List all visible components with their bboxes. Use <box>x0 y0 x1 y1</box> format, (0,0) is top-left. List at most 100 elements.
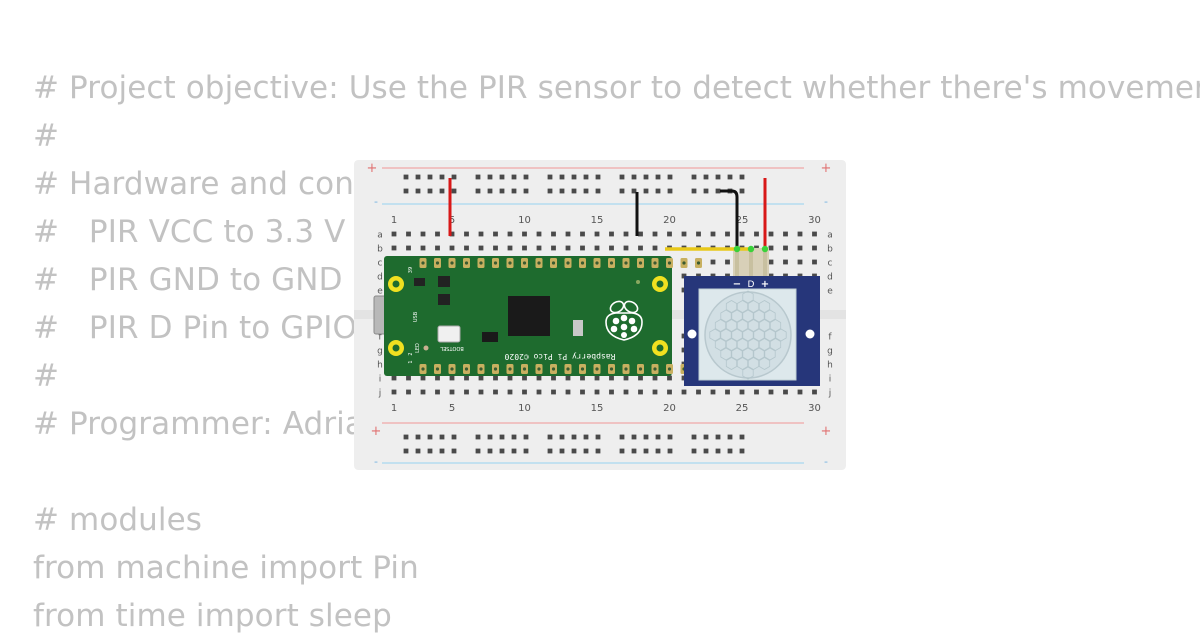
rail-hole <box>523 448 529 454</box>
breadboard-hole <box>623 245 629 251</box>
rail-hole <box>571 448 577 454</box>
breadboard-hole <box>594 245 600 251</box>
rail-hole <box>559 434 565 440</box>
breadboard-hole <box>681 389 687 395</box>
breadboard-hole <box>710 389 716 395</box>
rail-hole <box>703 448 709 454</box>
rail-hole <box>559 448 565 454</box>
breadboard-hole <box>565 245 571 251</box>
raspberry-logo-icon <box>605 300 643 341</box>
code-line: # <box>33 118 60 154</box>
rail-hole <box>739 434 745 440</box>
breadboard-hole <box>449 231 455 237</box>
rail-hole <box>415 174 421 180</box>
rail-hole <box>403 174 409 180</box>
breadboard-hole <box>551 231 556 237</box>
rail-hole <box>403 188 409 194</box>
rail-hole <box>451 448 457 454</box>
breadboard-hole <box>797 389 803 395</box>
rail-hole <box>499 174 505 180</box>
row-letter: c <box>378 259 383 269</box>
column-number: 15 <box>591 215 604 226</box>
rail-plus-bottom-left: + <box>371 424 382 439</box>
column-number: 30 <box>808 215 821 226</box>
breadboard-hole <box>768 259 774 265</box>
rail-hole <box>655 448 661 454</box>
code-line: # PIR GND to GND <box>33 262 343 298</box>
rail-hole <box>439 174 445 180</box>
rail-hole <box>595 448 601 454</box>
rail-hole <box>691 434 697 440</box>
breadboard-hole <box>768 231 774 237</box>
breadboard-hole <box>435 245 440 251</box>
breadboard-hole <box>464 245 469 251</box>
breadboard-hole <box>609 375 614 381</box>
breadboard-hole <box>623 375 629 381</box>
rail-hole <box>715 188 721 194</box>
column-number: 20 <box>663 403 676 414</box>
row-letter: i <box>379 375 382 385</box>
code-listing: # Project objective: Use the PIR sensor … <box>33 64 1200 640</box>
rail-hole <box>739 188 745 194</box>
column-number: 25 <box>736 403 749 414</box>
rail-hole <box>511 174 517 180</box>
rail-minus-bottom-left: - <box>374 455 378 468</box>
rp2040-chip <box>508 296 550 336</box>
code-line: # <box>33 358 60 394</box>
rail-hole <box>631 448 637 454</box>
code-line: from time import sleep <box>33 598 392 634</box>
breadboard-hole <box>449 389 455 395</box>
bootsel-label: BOOTSEL <box>440 345 464 351</box>
pico-pin-headers <box>419 258 702 374</box>
breadboard-hole <box>580 245 585 251</box>
code-line: # PIR VCC to 3.3 V <box>33 214 346 250</box>
breadboard-hole <box>551 389 556 395</box>
led-label: LED <box>415 343 421 353</box>
rail-hole <box>571 434 577 440</box>
rail-hole <box>691 448 697 454</box>
breadboard-hole <box>725 389 730 395</box>
column-number: 5 <box>449 403 455 414</box>
rail-hole <box>427 188 433 194</box>
rail-hole <box>415 448 421 454</box>
rail-hole <box>403 434 409 440</box>
rail-hole <box>643 434 649 440</box>
breadboard-hole <box>391 375 397 381</box>
breadboard-hole <box>812 389 817 395</box>
rail-hole <box>559 174 565 180</box>
breadboard-hole <box>435 231 440 237</box>
rail-hole <box>511 448 517 454</box>
rail-hole <box>691 188 697 194</box>
breadboard-hole <box>638 375 643 381</box>
row-letter: b <box>827 245 833 255</box>
breadboard-hole <box>609 245 614 251</box>
column-number: 1 <box>391 215 397 226</box>
breadboard-hole <box>681 231 687 237</box>
rail-hole <box>583 188 589 194</box>
breadboard-hole <box>812 231 817 237</box>
breadboard-hole <box>754 389 759 395</box>
column-number: 5 <box>449 215 455 226</box>
breadboard-hole <box>507 245 513 251</box>
breadboard-hole <box>623 231 629 237</box>
breadboard-hole <box>464 375 469 381</box>
breadboard-hole <box>783 259 788 265</box>
rail-hole <box>655 188 661 194</box>
breadboard-hole <box>638 245 643 251</box>
row-letter: e <box>377 287 383 297</box>
breadboard-hole <box>725 259 730 265</box>
breadboard-hole <box>783 245 788 251</box>
rail-hole <box>439 188 445 194</box>
breadboard-hole <box>652 231 658 237</box>
rail-hole <box>583 434 589 440</box>
column-number: 1 <box>391 403 397 414</box>
breadboard-hole <box>406 245 411 251</box>
breadboard-hole <box>652 245 658 251</box>
breadboard-hole <box>507 375 513 381</box>
breadboard-hole <box>536 389 542 395</box>
rail-hole <box>667 448 673 454</box>
rail-hole <box>523 188 529 194</box>
rail-hole <box>595 174 601 180</box>
breadboard-hole <box>797 245 803 251</box>
